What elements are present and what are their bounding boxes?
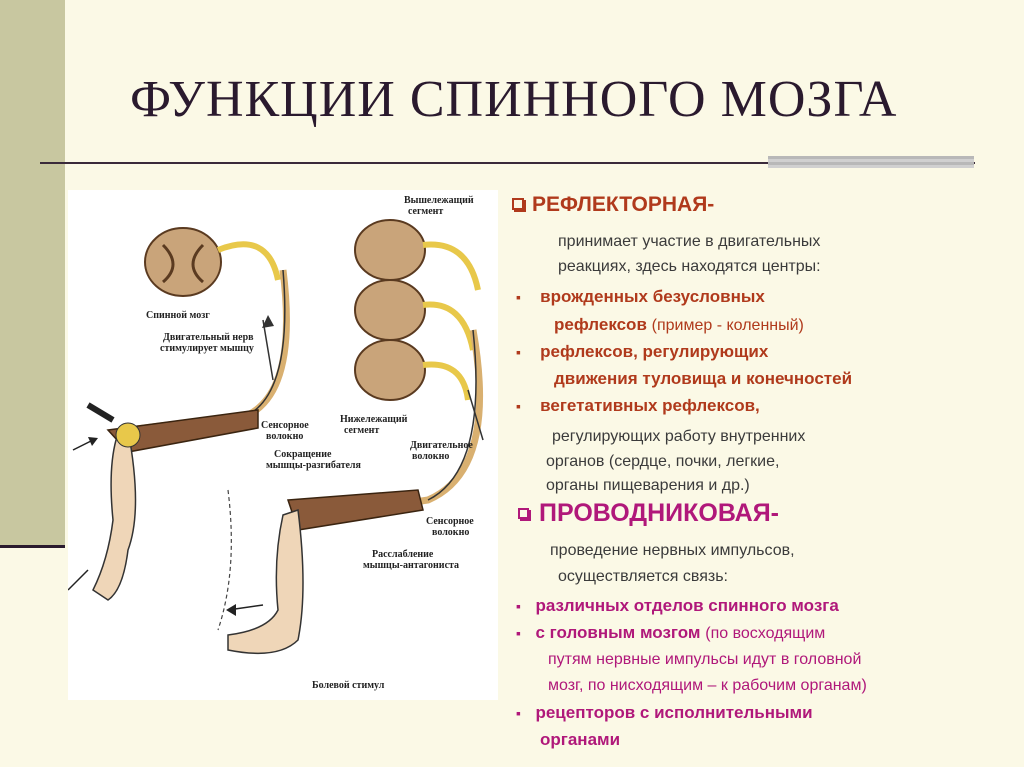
reflex-b3-line4: органы пищеварения и др.) (546, 477, 750, 494)
label-contraction-1: Сокращение (274, 449, 332, 460)
conduction-b1: различных отделов спинного мозга (535, 596, 839, 615)
leg-left (68, 402, 259, 601)
square-bullet-icon: ▪ (516, 625, 521, 641)
reflex-arc-drawing: Спинной мозг Двигательный нерв стимулиру… (68, 195, 484, 691)
label-relaxation-2: мышцы-антагониста (363, 560, 459, 571)
conduction-heading-row: ПРОВОДНИКОВАЯ- (518, 499, 779, 528)
label-lower-segment-1: Нижележащий (340, 414, 408, 425)
left-accent-bar (0, 0, 65, 545)
conduction-b2-line2: путям нервные импульсы идут в головной (548, 651, 862, 668)
square-bullet-icon: ▪ (516, 344, 521, 360)
label-sensory-fiber-2: волокно (266, 431, 303, 442)
reflex-b3-line3: органов (сердце, почки, легкие, (546, 453, 780, 470)
conduction-b2-note: (по восходящим (705, 625, 826, 642)
square-bullet-icon: ▪ (516, 598, 521, 614)
conduction-b3-line2: органами (540, 730, 621, 749)
conduction-bullet-1: ▪ различных отделов спинного мозга (516, 596, 839, 616)
label-motor-nerve-1: Двигательный нерв (163, 332, 254, 343)
reflex-b3-line2: регулирующих работу внутренних (552, 428, 806, 445)
title-divider (40, 162, 975, 164)
label-sensory-fiber-right-2: волокно (432, 527, 469, 538)
spinal-cord-section-left (144, 227, 281, 297)
reflex-bullet-3: ▪ вегетативных рефлексов, (516, 396, 760, 416)
reflex-desc-2: реакциях, здесь находятся центры: (558, 258, 821, 275)
reflex-b2-line2: движения туловища и конечностей (554, 369, 853, 388)
reflex-b2-line1: рефлексов, регулирующих (540, 342, 769, 361)
slide-title: ФУНКЦИИ СПИННОГО МОЗГА (130, 71, 898, 128)
reflex-b1-line2-row: рефлексов (пример - коленный) (554, 315, 804, 335)
leg-right (217, 489, 424, 655)
reflex-b1-line1: врожденных безусловных (540, 287, 765, 306)
conduction-heading: ПРОВОДНИКОВАЯ- (539, 499, 780, 527)
conduction-b3-line1: рецепторов с исполнительными (535, 703, 813, 722)
conduction-desc-2: осуществляется связь: (558, 568, 728, 585)
left-bottom-rule (0, 545, 65, 548)
label-upper-segment-1: Вышележащий (404, 195, 474, 206)
conduction-bullet-2: ▪ с головным мозгом (по восходящим (516, 623, 825, 643)
square-bullet-icon: ▪ (516, 398, 521, 414)
conduction-b2-line3: мозг, по нисходящим – к рабочим органам) (548, 677, 867, 694)
square-bullet-icon: ▪ (516, 289, 521, 305)
label-sensory-fiber-right-1: Сенсорное (426, 516, 474, 527)
checkbox-bullet-icon (512, 198, 524, 210)
reflex-arc-illustration: Спинной мозг Двигательный нерв стимулиру… (68, 190, 498, 700)
label-contraction-2: мышцы-разгибателя (266, 460, 362, 471)
square-bullet-icon: ▪ (516, 705, 521, 721)
conduction-desc-1: проведение нервных импульсов, (550, 542, 795, 559)
reflex-heading: РЕФЛЕКТОРНАЯ- (532, 193, 715, 216)
label-upper-segment-2: сегмент (408, 206, 443, 217)
label-sensory-fiber-1: Сенсорное (261, 420, 309, 431)
reflex-bullet-2: ▪ рефлексов, регулирующих (516, 342, 768, 362)
spinal-segments-right (354, 219, 481, 401)
label-motor-fiber-1: Двигательное (410, 440, 473, 451)
conduction-b2-bold: с головным мозгом (535, 623, 701, 642)
reflex-bullet-1: ▪ врожденных безусловных (516, 287, 765, 307)
reflex-desc-1: принимает участие в двигательных (558, 233, 821, 250)
title-accent-bar (768, 156, 974, 168)
label-spinal-cord: Спинной мозг (146, 310, 210, 321)
reflex-heading-row: РЕФЛЕКТОРНАЯ- (512, 193, 714, 217)
label-relaxation-1: Расслабление (372, 549, 434, 560)
conduction-bullet-3: ▪ рецепторов с исполнительными (516, 703, 813, 723)
reflex-b1-note: (пример - коленный) (651, 317, 804, 334)
label-motor-fiber-2: волокно (412, 451, 449, 462)
reflex-b1-line2: рефлексов (554, 315, 647, 334)
checkbox-bullet-icon (518, 508, 529, 519)
reflex-b3-line1: вегетативных рефлексов, (540, 396, 760, 415)
label-motor-nerve-2: стимулирует мышцу (160, 343, 254, 354)
label-lower-segment-2: сегмент (344, 425, 379, 436)
label-pain-stimulus: Болевой стимул (312, 680, 385, 691)
